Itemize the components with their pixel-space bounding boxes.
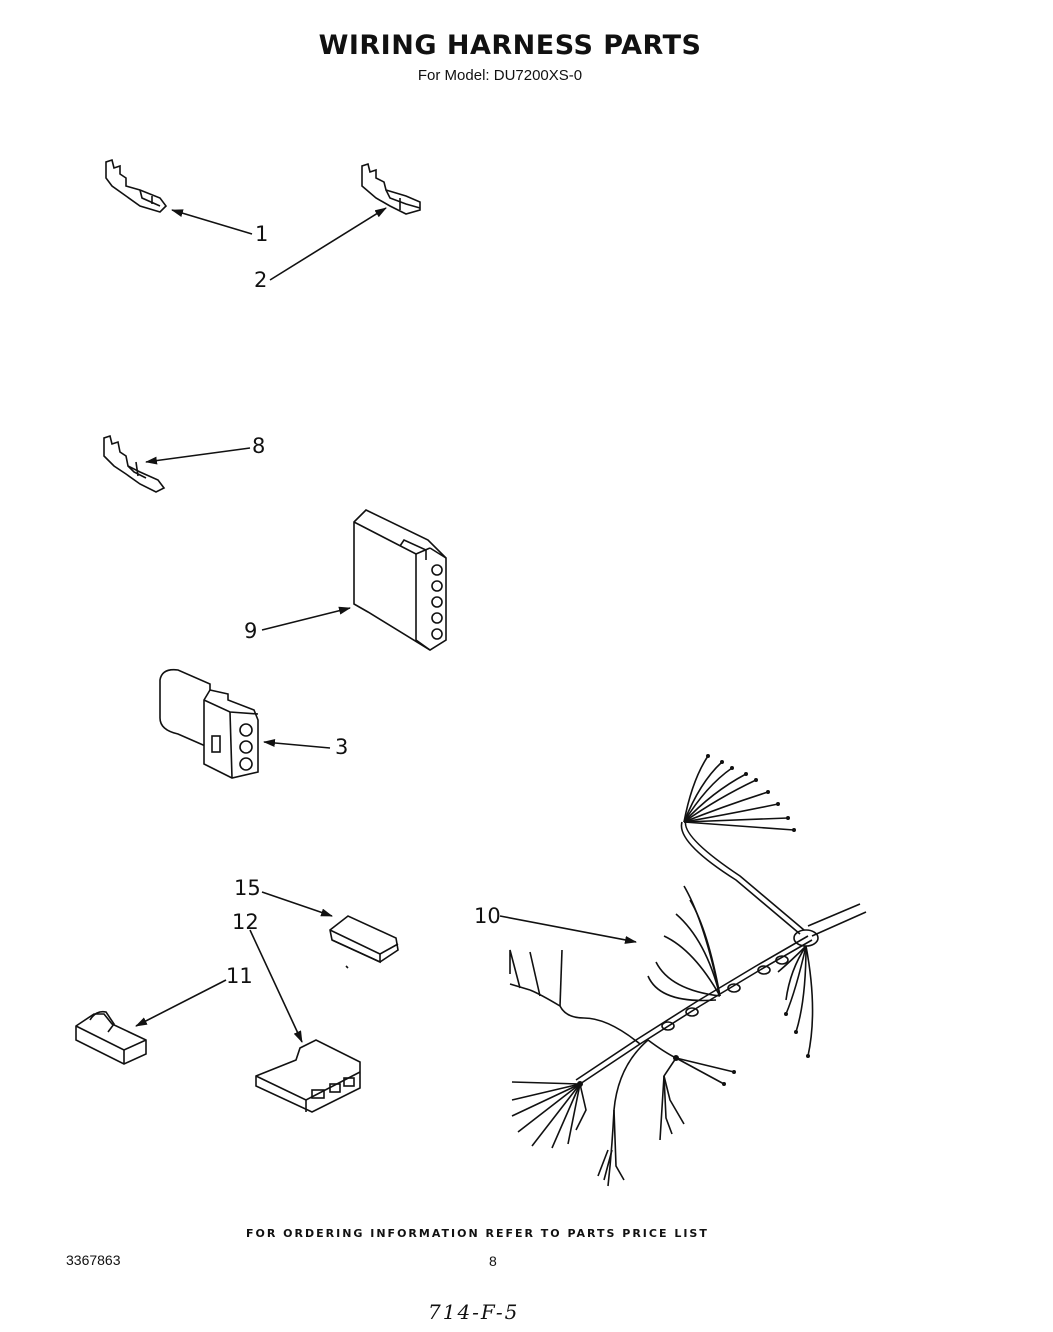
part-3-connector: [159, 668, 259, 779]
leader-12: [249, 929, 303, 1043]
leader-2: [269, 207, 387, 281]
callout-15: 15: [234, 876, 261, 900]
part-12-housing: [255, 1039, 361, 1113]
callout-1: 1: [255, 222, 269, 246]
part-1-terminal: [105, 158, 168, 213]
part-15-insulator: [329, 915, 399, 969]
leader-15: [261, 891, 333, 917]
leader-10: [499, 915, 637, 944]
part-9-connector: [353, 509, 447, 651]
part-11-boot: [75, 1010, 147, 1065]
leader-9: [261, 606, 351, 631]
page-title: WIRING HARNESS PARTS: [318, 30, 702, 61]
model-subtitle: For Model: DU7200XS-0: [417, 67, 583, 84]
handwritten-note: 714-F-5: [428, 1300, 520, 1324]
leader-8: [145, 447, 251, 465]
callout-12: 12: [232, 910, 259, 934]
leader-11: [135, 979, 227, 1027]
document-number: 3367863: [66, 1252, 121, 1268]
callout-9: 9: [244, 619, 258, 643]
callout-11: 11: [226, 964, 253, 988]
page-number: 8: [489, 1253, 497, 1269]
leader-1: [171, 209, 253, 235]
callout-8: 8: [252, 434, 266, 458]
callout-3: 3: [335, 735, 349, 759]
part-10-harness: [509, 754, 867, 1187]
ordering-note: FOR ORDERING INFORMATION REFER TO PARTS …: [246, 1227, 709, 1240]
callout-2: 2: [254, 268, 268, 292]
callout-10: 10: [474, 904, 501, 928]
part-8-terminal: [103, 434, 166, 493]
leader-3: [263, 739, 331, 749]
part-2-terminal: [361, 162, 421, 215]
